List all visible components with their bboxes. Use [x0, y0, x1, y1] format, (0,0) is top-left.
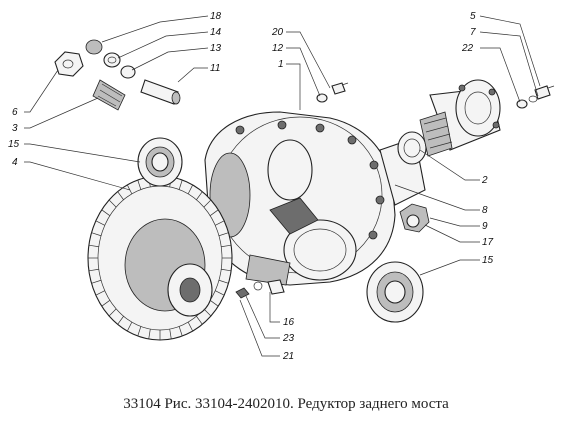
- gear-tooth: [169, 329, 172, 340]
- callout-21: 21: [282, 351, 294, 362]
- gear-tooth: [117, 316, 124, 325]
- callout-15-right: 15: [482, 255, 494, 266]
- gear-tooth: [148, 329, 151, 340]
- callout-17: 17: [482, 237, 494, 248]
- small-hardware-bottom: [235, 279, 285, 299]
- callout-15-left: 15: [8, 139, 20, 150]
- gear-tooth: [137, 326, 142, 337]
- callout-1: 1: [278, 59, 284, 70]
- gear-tooth: [117, 191, 124, 200]
- ring-gear: [87, 175, 233, 341]
- small-hardware-left: [54, 39, 181, 111]
- gear-tooth: [187, 184, 193, 195]
- callout-7: 7: [470, 27, 476, 38]
- callout-13: 13: [210, 43, 222, 54]
- gear-tooth: [91, 232, 102, 237]
- adjusting-nut: [399, 203, 430, 233]
- callout-3: 3: [12, 123, 18, 134]
- gear-tooth: [218, 232, 229, 237]
- gear-tooth: [101, 209, 111, 216]
- right-bearing: [366, 261, 424, 323]
- callout-20: 20: [271, 27, 284, 38]
- callout-2: 2: [481, 175, 488, 186]
- callout-11: 11: [210, 63, 220, 74]
- gear-tooth: [127, 321, 133, 332]
- callout-6: 6: [12, 107, 18, 118]
- gear-tooth: [209, 300, 219, 307]
- gear-tooth: [88, 244, 99, 248]
- callout-16: 16: [283, 317, 295, 328]
- gear-tooth: [196, 191, 203, 200]
- leader-lines: [24, 15, 541, 357]
- gear-tooth: [91, 279, 102, 284]
- gear-tooth: [101, 300, 111, 307]
- gear-tooth: [108, 308, 117, 317]
- gear-tooth: [203, 308, 212, 317]
- callout-12: 12: [272, 43, 284, 54]
- callout-labels: 18 14 13 11 6 3 15 4 20 12 1 5 7 22 2 8 …: [8, 11, 494, 362]
- pinion-neck: [379, 131, 427, 206]
- gear-tooth: [215, 290, 225, 296]
- left-bearing: [137, 137, 183, 187]
- drive-pinion: [419, 79, 501, 157]
- callout-18: 18: [210, 11, 222, 22]
- callout-14: 14: [210, 27, 222, 38]
- gear-tooth: [137, 179, 142, 190]
- gear-tooth: [95, 220, 105, 226]
- figure-caption: 33104 Рис. 33104-2402010. Редуктор задне…: [123, 396, 449, 412]
- gear-tooth: [187, 321, 193, 332]
- gear-tooth: [221, 244, 232, 248]
- callout-23: 23: [282, 333, 295, 344]
- gear-tooth: [108, 199, 117, 208]
- gear-tooth: [221, 268, 232, 272]
- gear-tooth: [127, 184, 133, 195]
- gear-tooth: [178, 326, 183, 337]
- carrier-housing: [204, 111, 396, 286]
- gear-tooth: [88, 268, 99, 272]
- callout-22: 22: [461, 43, 474, 54]
- callout-8: 8: [482, 205, 488, 216]
- gear-tooth: [209, 209, 219, 216]
- small-hardware-right: [316, 82, 555, 109]
- gear-tooth: [178, 179, 183, 190]
- callout-9: 9: [482, 221, 488, 232]
- gear-tooth: [95, 290, 105, 296]
- gear-tooth: [215, 220, 225, 226]
- callout-4: 4: [12, 157, 18, 168]
- callout-5: 5: [470, 11, 476, 22]
- gear-tooth: [218, 279, 229, 284]
- gear-tooth: [196, 316, 203, 325]
- gear-tooth: [203, 199, 212, 208]
